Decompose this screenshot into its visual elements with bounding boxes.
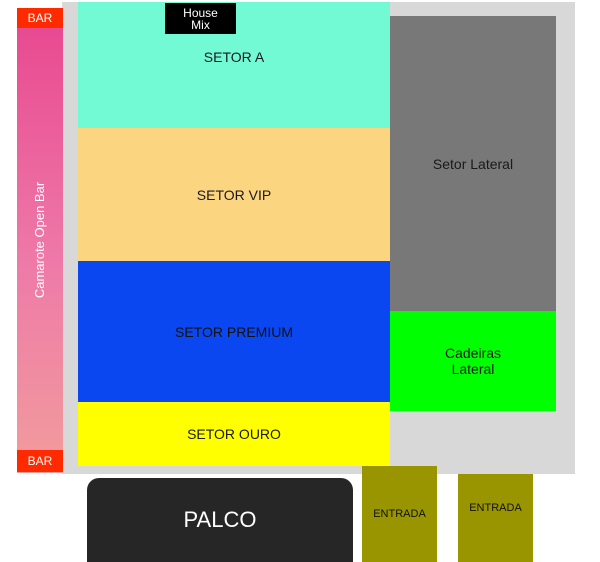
setor-lateral-area[interactable]: Setor Lateral (390, 16, 556, 311)
house-mix-label-line2: Mix (191, 17, 210, 32)
camarote-open-bar-label: Camarote Open Bar (32, 181, 47, 299)
setor-a-label: SETOR A (203, 49, 265, 65)
palco-label: PALCO (183, 507, 257, 532)
bar-top-marker[interactable]: BAR (17, 8, 63, 28)
camarote-open-bar-area[interactable] (17, 8, 63, 473)
palco-stage[interactable]: PALCO (87, 478, 353, 562)
setor-vip-area[interactable]: SETOR VIP (78, 128, 390, 261)
setor-lateral-label: Setor Lateral (432, 155, 514, 172)
setor-premium-label: SETOR PREMIUM (175, 323, 293, 340)
bar-bottom-marker[interactable]: BAR (17, 450, 63, 472)
house-mix-booth[interactable]: House Mix (165, 3, 236, 34)
cadeiras-lateral-area[interactable]: Cadeiras Lateral (390, 311, 556, 411)
setor-premium-area[interactable]: SETOR PREMIUM (78, 261, 390, 402)
entrada-right[interactable]: ENTRADA (458, 474, 533, 562)
setor-ouro-area[interactable]: SETOR OURO (78, 402, 390, 466)
entrada-left-label: ENTRADA (373, 508, 426, 520)
cadeiras-lateral-label-line1: Cadeiras (444, 345, 502, 361)
house-mix-label-line1: House (183, 5, 218, 20)
setor-ouro-label: SETOR OURO (187, 426, 281, 442)
setor-vip-label: SETOR VIP (196, 186, 272, 203)
cadeiras-lateral-label-line2: Lateral (451, 361, 495, 377)
entrada-left[interactable]: ENTRADA (362, 466, 437, 562)
entrada-right-label: ENTRADA (469, 502, 522, 514)
